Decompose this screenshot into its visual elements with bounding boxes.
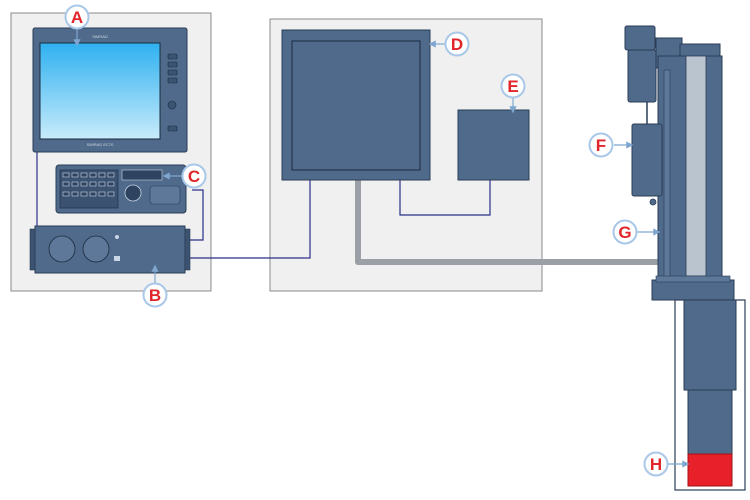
monitor-power-button	[167, 125, 178, 132]
operator-key	[80, 172, 88, 178]
hull-unit-lower-section	[687, 389, 733, 455]
monitor-rotary-knob	[167, 100, 177, 110]
monitor-screen	[39, 42, 161, 140]
monitor-side-button	[167, 77, 178, 84]
operator-key	[107, 191, 115, 197]
operator-key	[89, 181, 97, 187]
operator-key	[89, 172, 97, 178]
hull-unit-assembly	[624, 25, 746, 491]
callout-h: H	[643, 451, 669, 477]
operator-panel-display	[121, 169, 163, 181]
svg-text:D: D	[451, 35, 463, 54]
callout-e: E	[500, 73, 526, 99]
processor-fan-icon	[48, 235, 76, 263]
transceiver-cabinet	[281, 29, 431, 181]
operator-key	[107, 172, 115, 178]
svg-text:F: F	[596, 136, 606, 155]
processor-unit	[29, 225, 191, 274]
processor-power-indicator	[115, 235, 119, 239]
operator-key	[71, 191, 79, 197]
processor-unit-handle-left	[29, 228, 36, 271]
operator-key	[80, 181, 88, 187]
operator-key	[62, 181, 70, 187]
callout-a: A	[64, 4, 90, 30]
hull-unit-shaft	[685, 55, 707, 277]
hull-unit-control-box	[631, 123, 663, 197]
callout-b: B	[142, 282, 168, 308]
monitor-side-button	[167, 61, 178, 68]
junction-unit	[457, 109, 530, 181]
operator-key	[71, 181, 79, 187]
monitor-model-label: SIMRAD EC70	[87, 142, 114, 147]
operator-panel-cable	[185, 189, 204, 241]
hoist-gearbox	[627, 49, 657, 103]
operator-key	[80, 191, 88, 197]
operator-key	[98, 172, 106, 178]
processor-fan-icon	[82, 235, 110, 263]
operator-key	[62, 172, 70, 178]
operator-key	[107, 181, 115, 187]
hull-unit-flange-top	[655, 275, 731, 283]
transducer	[687, 453, 733, 487]
svg-text:C: C	[188, 167, 200, 186]
transceiver-cabinet-door	[291, 40, 421, 171]
callout-c: C	[181, 163, 207, 189]
operator-key	[62, 191, 70, 197]
svg-text:A: A	[71, 8, 83, 27]
svg-text:B: B	[149, 286, 161, 305]
operator-key	[71, 172, 79, 178]
operator-key	[89, 191, 97, 197]
processor-power-switch	[114, 256, 120, 261]
hull-unit-guide-rail	[663, 69, 671, 281]
callout-d: D	[444, 31, 470, 57]
operator-trackball-icon	[124, 184, 142, 202]
operator-key	[98, 181, 106, 187]
callout-g: G	[612, 219, 638, 245]
transceiver-link-cable	[399, 180, 491, 216]
svg-text:H: H	[650, 455, 662, 474]
callout-f: F	[588, 132, 614, 158]
control-box-gland	[649, 198, 657, 206]
monitor-side-button	[167, 53, 178, 60]
callout-arrows	[73, 27, 690, 468]
operator-panel	[55, 164, 187, 214]
processor-unit-handle-right	[184, 228, 191, 271]
hull-unit-flange	[651, 279, 735, 301]
processor-to-cabinet-cable	[185, 180, 311, 259]
svg-text:G: G	[618, 223, 631, 242]
display-monitor: SIMRAD SIMRAD EC70	[32, 27, 188, 153]
svg-text:E: E	[507, 77, 518, 96]
hull-unit-top-frame	[679, 43, 721, 57]
hull-unit-lower-shaft	[683, 299, 737, 391]
operator-panel-grip	[149, 185, 181, 205]
monitor-brand-label: SIMRAD	[92, 34, 108, 39]
hoist-motor	[624, 25, 656, 51]
operator-key	[98, 191, 106, 197]
monitor-side-button	[167, 69, 178, 76]
